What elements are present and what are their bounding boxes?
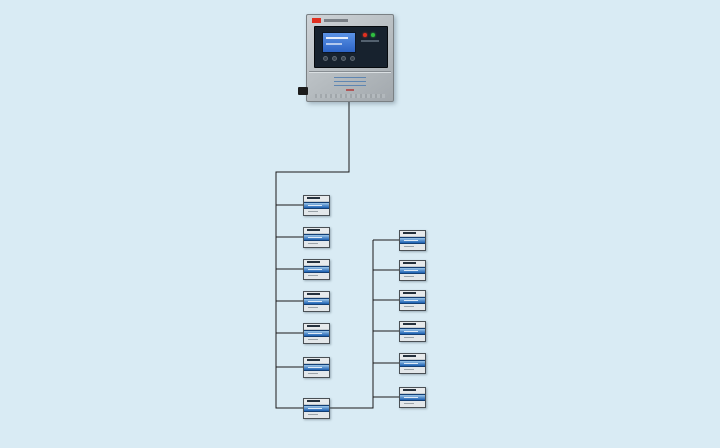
detector-base (304, 412, 329, 418)
main-bus-line (275, 99, 374, 409)
detector-base (400, 244, 425, 250)
detector-base (304, 241, 329, 247)
detector-base (304, 305, 329, 311)
gas-detector-node-left-1 (303, 195, 330, 216)
led-labels (361, 40, 379, 42)
detector-housing-top (400, 231, 425, 237)
detector-display (403, 232, 416, 234)
detector-label-band (304, 234, 329, 241)
detector-label-band (400, 394, 425, 401)
controller-lcd-screen (322, 32, 356, 53)
detector-label-band (400, 328, 425, 335)
detector-housing-top (304, 324, 329, 330)
door-marking (346, 89, 354, 91)
detector-display (403, 323, 416, 325)
detector-housing-top (304, 196, 329, 202)
gas-detector-node-right-3 (399, 290, 426, 311)
detector-display (307, 261, 320, 263)
detector-display (307, 293, 320, 295)
detector-base (400, 335, 425, 341)
detector-label-band (400, 297, 425, 304)
detector-label-band (304, 405, 329, 412)
detector-housing-top (304, 358, 329, 364)
detector-base (400, 304, 425, 310)
detector-display (307, 359, 320, 361)
controller-unit (298, 14, 394, 102)
detector-housing-top (400, 354, 425, 360)
cabinet-vent (315, 94, 385, 98)
detector-base (400, 367, 425, 373)
detector-housing-top (400, 322, 425, 328)
gas-detector-node-right-4 (399, 321, 426, 342)
detector-housing-top (400, 388, 425, 394)
right-branch-lines (373, 239, 399, 398)
gas-detector-node-left-4 (303, 291, 330, 312)
detector-label-band (400, 237, 425, 244)
detector-housing-top (304, 399, 329, 405)
panel-button-row (323, 56, 355, 61)
detector-housing-top (304, 260, 329, 266)
gas-detector-node-left-6 (303, 357, 330, 378)
alarm-led-red (363, 33, 367, 37)
detector-housing-top (304, 292, 329, 298)
gas-detector-node-left-2 (303, 227, 330, 248)
detector-base (304, 337, 329, 343)
detector-housing-top (400, 291, 425, 297)
detector-display (307, 229, 320, 231)
detector-display (403, 292, 416, 294)
panel-button (323, 56, 328, 61)
detector-base (304, 371, 329, 377)
gas-detector-node-left-5 (303, 323, 330, 344)
gas-detector-node-right-1 (399, 230, 426, 251)
detector-label-band (304, 298, 329, 305)
left-branch-lines (276, 204, 303, 368)
detector-label-band (304, 330, 329, 337)
detector-display (403, 389, 416, 391)
detector-base (304, 273, 329, 279)
detector-label-band (304, 364, 329, 371)
detector-label-band (304, 266, 329, 273)
brand-logo-text (324, 19, 348, 22)
detector-label-band (400, 360, 425, 367)
panel-button (341, 56, 346, 61)
gas-detector-node-left-7 (303, 398, 330, 419)
detector-base (304, 209, 329, 215)
detector-display (403, 262, 416, 264)
detector-display (307, 400, 320, 402)
controller-display-panel (314, 26, 388, 68)
detector-label-band (304, 202, 329, 209)
detector-base (400, 274, 425, 280)
detector-label-band (400, 267, 425, 274)
gas-detector-node-right-2 (399, 260, 426, 281)
cabinet-side-clamp (298, 87, 308, 95)
detector-display (307, 197, 320, 199)
power-led-green (371, 33, 375, 37)
detector-housing-top (304, 228, 329, 234)
panel-button (350, 56, 355, 61)
cabinet-seam (309, 71, 391, 72)
detector-housing-top (400, 261, 425, 267)
detector-display (307, 325, 320, 327)
detector-display (403, 355, 416, 357)
brand-logo (312, 18, 321, 23)
detector-base (400, 401, 425, 407)
panel-button (332, 56, 337, 61)
gas-detector-node-right-6 (399, 387, 426, 408)
gas-detector-node-left-3 (303, 259, 330, 280)
door-label-text (334, 77, 366, 86)
gas-detector-node-right-5 (399, 353, 426, 374)
